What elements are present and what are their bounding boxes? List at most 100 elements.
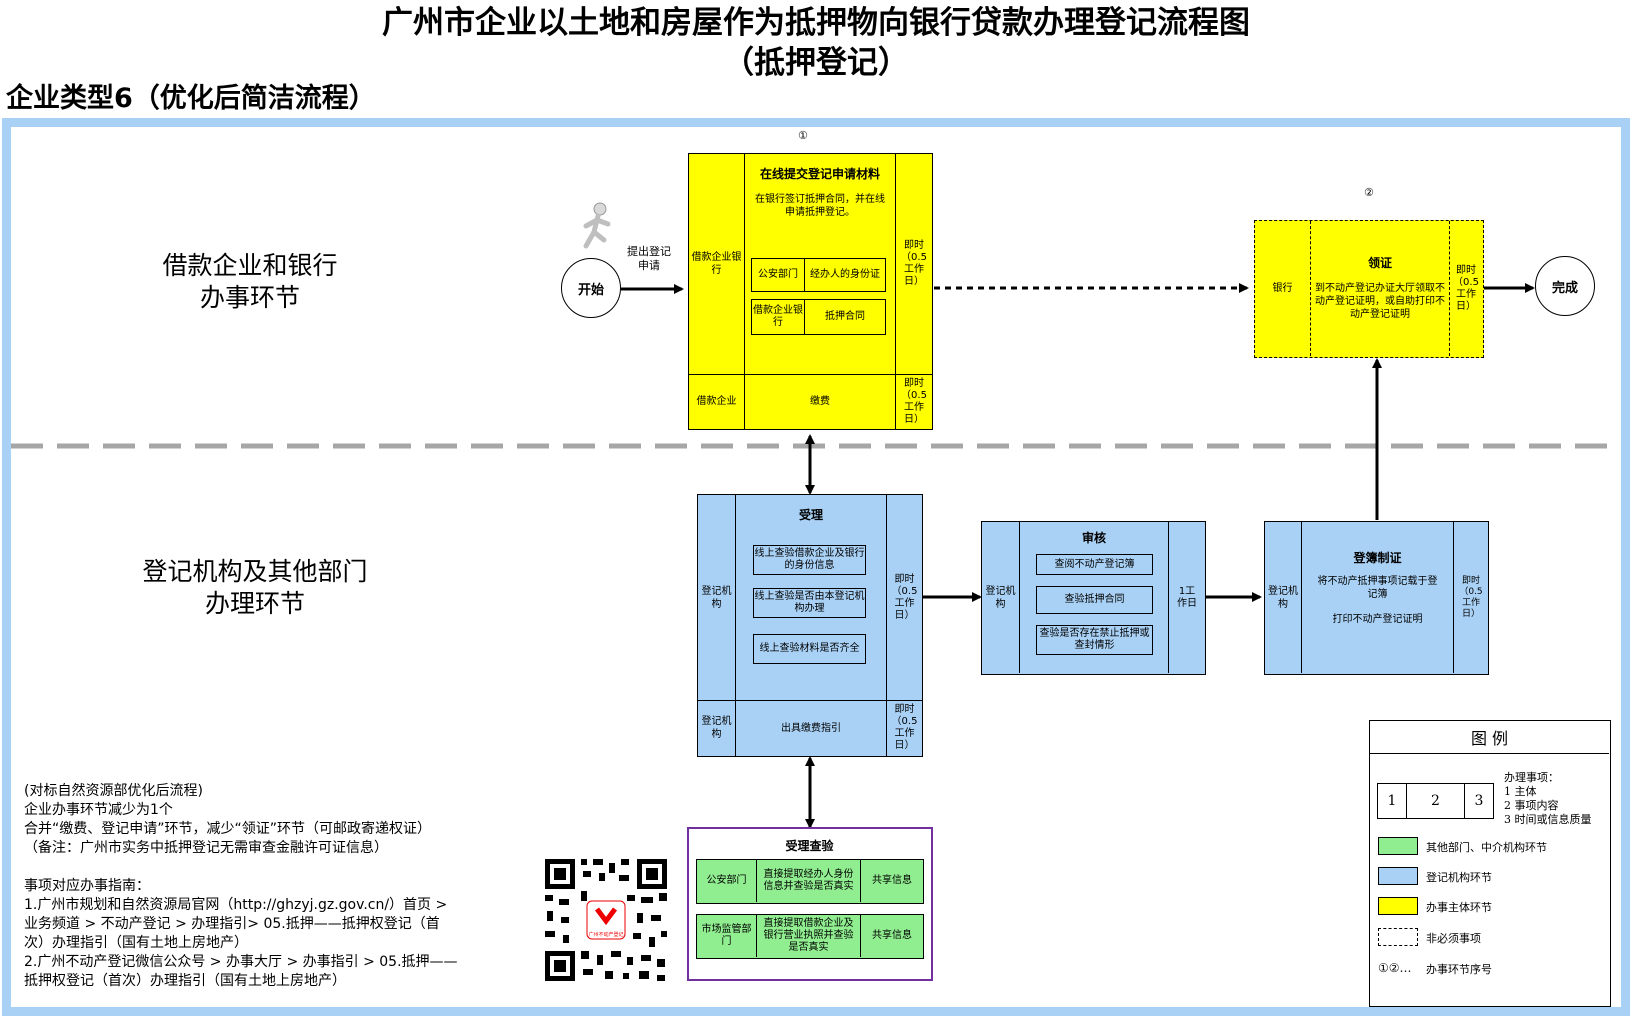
legend-format-sample: 1 2 3 [1377,783,1494,819]
note-spacer [24,858,524,877]
check-row-police: 公安部门 直接提取经办人身份信息并查验是否真实 共享信息 [696,859,924,904]
legend-explain-1: 1 主体 [1504,785,1537,798]
review-item-register-book: 查阅不动产登记簿 [1036,554,1153,575]
note-line: 合并“缴费、登记申请”环节，减少“领证”环节（可邮政寄递权证） [24,821,432,837]
page-title: 广州市企业以土地和房屋作为抵押物向银行贷款办理登记流程图 [382,5,1250,41]
review-title: 审核 [1081,531,1106,545]
legend-swatch-dashed [1378,928,1418,946]
page-subtitle-mortgage: （抵押登记） [723,45,909,81]
fee-guide-label: 出具缴费指引 [781,722,841,734]
check-party-police: 公安部门 [697,860,757,902]
note-line: 企业办事环节减少为1个 [24,802,173,818]
accept-main: 受理 [736,495,886,700]
legend: 图 例 1 2 3 办理事项： 1 主体 2 事项内容 3 时间或信息质量 其他… [1369,720,1611,1007]
legend-swatch-green [1378,837,1418,855]
accept-party-bottom: 登记机构 [698,700,736,756]
review-item-contract: 查验抵押合同 [1036,586,1153,614]
submit-divider [689,374,932,375]
legend-cell-1: 1 [1378,784,1407,818]
lane-label-borrower-line2: 办事环节 [199,283,300,312]
legend-label-green: 其他部门、中介机构环节 [1426,841,1547,854]
box-review: 登记机构 审核 查阅不动产登记簿 查验抵押合同 查验是否存在禁止抵押或查封情形 … [981,521,1206,675]
legend-explain-title: 办理事项： [1504,771,1559,784]
accept-item-jurisdiction: 线上查验是否由本登记机构办理 [753,588,866,618]
submit-party-top: 借款企业银行 [689,154,745,374]
register-time: 即时（0.5工作日） [1453,522,1488,673]
lane-label-borrower: 借款企业和银行 办事环节 [130,250,370,314]
submit-title: 在线提交登记申请材料 [759,167,880,181]
collect-party: 银行 [1255,221,1311,356]
accept-item-identity: 线上查验借款企业及银行的身份信息 [753,545,866,575]
running-person-icon [583,202,611,249]
start-node: 开始 [561,258,621,318]
register-party: 登记机构 [1265,522,1302,673]
box-online-submission: 借款企业银行 在线提交登记申请材料 在银行签订抵押合同，并在线申请抵押登记。 公… [688,153,933,430]
register-desc-print: 打印不动产登记证明 [1332,614,1423,625]
legend-swatch-yellow [1378,897,1418,915]
note-line: 业务频道 > 不动产登记 > 办理指引> 05.抵押——抵押权登记（首 [24,916,440,932]
check-title: 受理查验 [785,839,834,853]
note-line: 事项对应办事指南： [24,878,150,894]
check-party-market: 市场监管部门 [697,915,757,957]
accept-title: 受理 [798,508,823,522]
check-row-market: 市场监管部门 直接提取借款企业及银行营业执照并查验是否真实 共享信息 [696,914,924,959]
legend-swatch-blue [1378,867,1418,885]
doc-item-id-card: 经办人的身份证 [804,258,886,292]
review-main: 审核 [1020,522,1168,673]
lane-label-registry-line1: 登记机构及其他部门 [142,557,368,586]
legend-label-sequence: 办事环节序号 [1426,963,1492,976]
register-desc-record: 将不动产抵押事项记载于登记簿 [1317,576,1438,600]
review-party: 登记机构 [982,522,1020,673]
check-desc-police: 直接提取经办人身份信息并查验是否真实 [757,860,861,902]
legend-title: 图 例 [1370,721,1609,754]
submit-main: 在线提交登记申请材料 在银行签订抵押合同，并在线申请抵押登记。 [745,154,895,374]
fee-party: 借款企业 [689,374,745,429]
box-collect-certificate: 银行 领证 到不动产登记办证大厅领取不动产登记证明，或自助打印不动产登记证明 即… [1254,220,1484,358]
legend-label-optional: 非必须事项 [1426,932,1481,945]
box-registration: 登记机构 登簿制证 将不动产抵押事项记载于登记簿 打印不动产登记证明 即时（0.… [1264,521,1489,675]
fee-time: 即时（0.5工作日） [895,374,932,429]
doc-party-borrower: 借款企业银行 [751,299,805,335]
review-item-seizure: 查验是否存在禁止抵押或查封情形 [1036,625,1153,655]
check-desc-market: 直接提取借款企业及银行营业执照并查验是否真实 [757,915,861,957]
lane-label-borrower-line1: 借款企业和银行 [162,251,338,280]
submit-desc: 在银行签订抵押合同，并在线申请抵押登记。 [755,194,885,218]
qr-badge-label: 广州不动产登记 [588,932,624,938]
accept-time-top: 即时（0.5工作日） [886,495,922,700]
check-share-market: 共享信息 [872,930,912,941]
legend-format-explain: 办理事项： 1 主体 2 事项内容 3 时间或信息质量 [1504,771,1592,827]
collect-title: 领证 [1367,255,1392,270]
note-line: （备注：广州市实务中抵押登记无需审查金融许可证信息） [24,840,388,856]
legend-explain-3: 3 时间或信息质量 [1504,813,1592,826]
collect-time: 即时（0.5工作日） [1449,221,1482,356]
register-main: 登簿制证 将不动产抵押事项记载于登记簿 打印不动产登记证明 [1302,522,1453,673]
legend-cell-2: 2 [1407,784,1465,818]
lane-divider [11,443,1621,449]
submit-arrow-label: 提出登记申请 [627,245,671,272]
qr-code-icon[interactable] [541,855,671,985]
doc-item-contract: 抵押合同 [804,299,886,335]
accept-time-bottom: 即时（0.5工作日） [886,700,922,756]
collect-main: 领证 到不动产登记办证大厅领取不动产登记证明，或自助打印不动产登记证明 [1311,221,1449,356]
lane-label-registry: 登记机构及其他部门 办理环节 [130,556,380,620]
note-line: 次）办理指引（国有土地上房地产） [24,935,248,951]
legend-explain-2: 2 事项内容 [1504,799,1559,812]
enterprise-type-label: 企业类型6（优化后简洁流程） [6,83,376,114]
legend-seq-symbol: ①②… [1378,961,1412,975]
note-line: 抵押权登记（首次）办理指引（国有土地上房地产） [24,973,346,989]
accept-party-top: 登记机构 [698,495,736,700]
legend-cell-3: 3 [1474,793,1484,809]
review-time: 1工作日 [1168,522,1205,673]
end-node: 完成 [1535,256,1595,316]
doc-party-police: 公安部门 [751,258,805,292]
box-acceptance-check: 受理查验 公安部门 直接提取经办人身份信息并查验是否真实 共享信息 市场监管部门… [687,827,933,981]
accept-item-materials: 线上查验材料是否齐全 [753,634,866,664]
submit-time-top: 即时（0.5工作日） [895,154,932,374]
diagram-frame [2,118,1630,1016]
step-marker-2: ② [1364,186,1374,199]
box-acceptance: 登记机构 受理 线上查验借款企业及银行的身份信息 线上查验是否由本登记机构办理 … [697,494,923,757]
register-title: 登簿制证 [1353,551,1402,565]
legend-label-yellow: 办事主体环节 [1426,901,1492,914]
lane-label-registry-line2: 办理环节 [204,589,305,618]
process-notes: (对标自然资源部优化后流程) 企业办事环节减少为1个 合并“缴费、登记申请”环节… [24,782,524,991]
